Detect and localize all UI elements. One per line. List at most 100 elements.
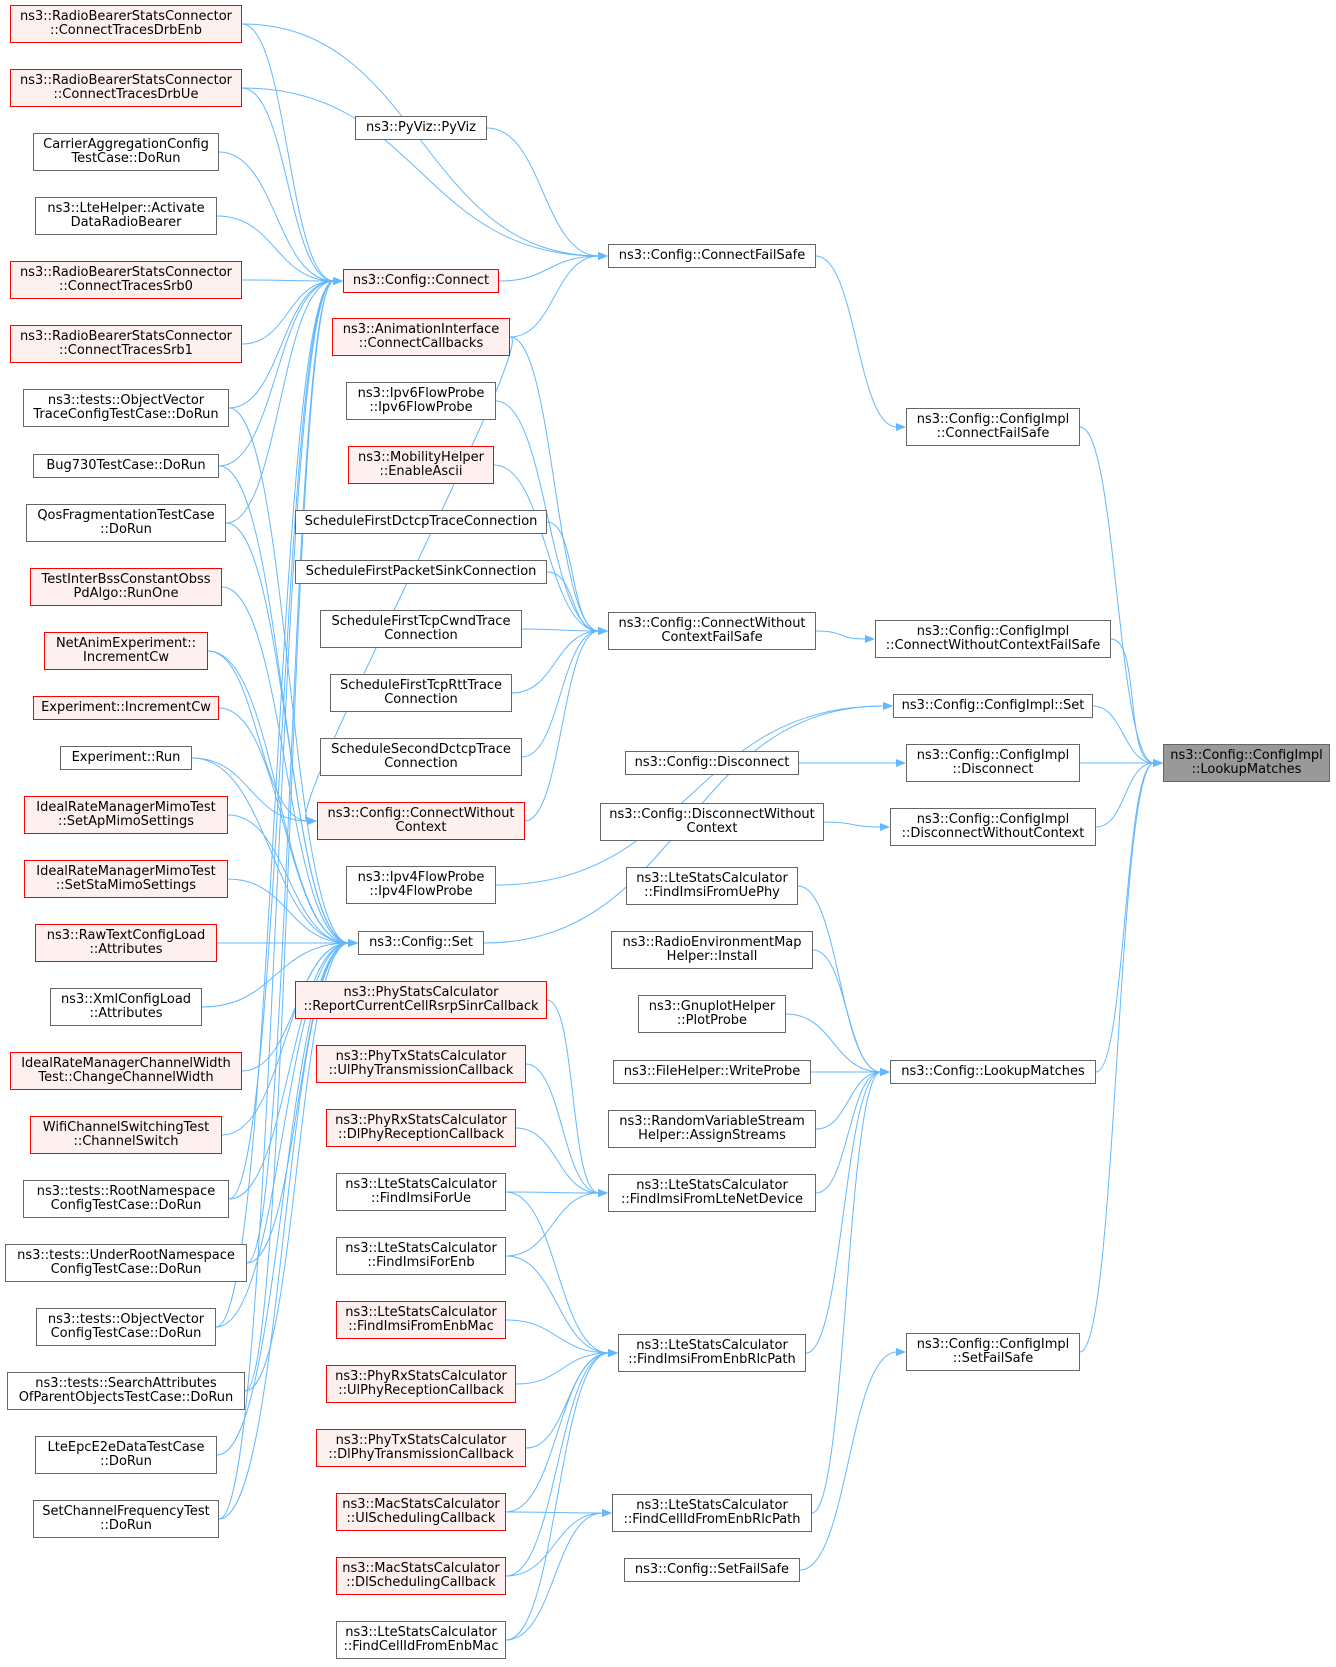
- node-config-disconnect[interactable]: ns3::Config::Disconnect: [625, 751, 799, 775]
- node-schedule-first-packet-sink[interactable]: ScheduleFirstPacketSinkConnection: [295, 560, 547, 584]
- node-phy-rx-dl-reception-callback[interactable]: ns3::PhyRxStatsCalculator::DlPhyReceptio…: [326, 1109, 516, 1147]
- node-radio-bearer-connect-traces-srb1[interactable]: ns3::RadioBearerStatsConnector::ConnectT…: [10, 325, 242, 363]
- node-phy-rx-ul-reception-callback[interactable]: ns3::PhyRxStatsCalculator::UlPhyReceptio…: [326, 1365, 516, 1403]
- node-mobility-helper-enable-ascii[interactable]: ns3::MobilityHelper::EnableAscii: [348, 446, 494, 484]
- node-config-connect-fail-safe[interactable]: ns3::Config::ConnectFailSafe: [608, 244, 816, 268]
- node-mac-dl-scheduling-callback[interactable]: ns3::MacStatsCalculator::DlSchedulingCal…: [336, 1557, 506, 1595]
- edge-arrowhead: [598, 252, 608, 260]
- edge-sftcpcwnd-to-connwoctxfs: [521, 628, 600, 632]
- edge-objvecconf-to-configset: [215, 942, 350, 1328]
- node-phy-tx-dl-transmission-callback[interactable]: ns3::PhyTxStatsCalculator::DlPhyTransmis…: [316, 1429, 526, 1467]
- node-bug730-test[interactable]: Bug730TestCase::DoRun: [33, 454, 219, 478]
- node-config-impl-disconnect[interactable]: ns3::Config::ConfigImpl::Disconnect: [906, 744, 1080, 782]
- node-set-channel-frequency-test[interactable]: SetChannelFrequencyTest::DoRun: [33, 1500, 219, 1538]
- node-config-set-fail-safe[interactable]: ns3::Config::SetFailSafe: [624, 1558, 800, 1582]
- node-config-connect[interactable]: ns3::Config::Connect: [343, 269, 499, 293]
- node-config-lookup-matches[interactable]: ns3::Config::LookupMatches: [890, 1060, 1096, 1084]
- node-ipv4-flow-probe[interactable]: ns3::Ipv4FlowProbe::Ipv4FlowProbe: [346, 866, 496, 904]
- node-schedule-first-dctcp-trace[interactable]: ScheduleFirstDctcpTraceConnection: [295, 510, 547, 534]
- edge-implsetfs-to-impllookup: [1079, 762, 1155, 1353]
- node-wifi-channel-switching-test[interactable]: WifiChannelSwitchingTest::ChannelSwitch: [30, 1116, 222, 1154]
- node-pyviz[interactable]: ns3::PyViz::PyViz: [355, 116, 487, 140]
- node-find-imsi-from-ue-phy[interactable]: ns3::LteStatsCalculator::FindImsiFromUeP…: [626, 867, 798, 905]
- node-config-impl-connect-fail-safe[interactable]: ns3::Config::ConfigImpl::ConnectFailSafe: [906, 408, 1080, 446]
- node-phy-tx-ul-transmission-callback[interactable]: ns3::PhyTxStatsCalculator::UlPhyTransmis…: [316, 1045, 526, 1083]
- node-find-imsi-from-enb-rlc-path[interactable]: ns3::LteStatsCalculator::FindImsiFromEnb…: [618, 1334, 806, 1372]
- node-phy-stats-report-rsrp-sinr[interactable]: ns3::PhyStatsCalculator::ReportCurrentCe…: [295, 981, 547, 1019]
- edge-findimsienb-to-findimsilte: [505, 1192, 600, 1257]
- edge-findimsiuephy-to-lookup: [797, 885, 882, 1073]
- edge-macul-to-findimsirlc: [505, 1352, 610, 1513]
- node-find-imsi-for-enb[interactable]: ns3::LteStatsCalculator::FindImsiForEnb: [336, 1237, 506, 1275]
- node-config-impl-connect-without-context-fail-safe[interactable]: ns3::Config::ConfigImpl::ConnectWithoutC…: [875, 620, 1111, 658]
- edge-gnuplot-to-lookup: [785, 1013, 882, 1073]
- edge-findimsirlc-to-lookup: [805, 1071, 882, 1354]
- edge-configsetfs-to-implsetfs: [799, 1351, 898, 1571]
- node-animation-interface-connect-callbacks[interactable]: ns3::AnimationInterface::ConnectCallback…: [332, 318, 510, 356]
- node-config-impl-set[interactable]: ns3::Config::ConfigImpl::Set: [893, 694, 1093, 718]
- edge-sftcprtt-to-connwoctxfs: [511, 630, 600, 694]
- node-lte-epc-e2e-data-test[interactable]: LteEpcE2eDataTestCase::DoRun: [35, 1436, 217, 1474]
- edge-phyrxdl-to-findimsilte: [515, 1127, 600, 1194]
- edge-findcellmac-to-findcellrlc: [505, 1512, 604, 1641]
- node-find-cell-id-from-enb-rlc-path[interactable]: ns3::LteStatsCalculator::FindCellIdFromE…: [612, 1494, 812, 1532]
- node-find-imsi-from-enb-mac[interactable]: ns3::LteStatsCalculator::FindImsiFromEnb…: [336, 1301, 506, 1339]
- node-ideal-rate-manager-ap-mimo[interactable]: IdealRateManagerMimoTest::SetApMimoSetti…: [24, 796, 228, 834]
- node-netanim-experiment-increment-cw[interactable]: NetAnimExperiment::IncrementCw: [44, 632, 208, 670]
- node-config-impl-disconnect-without-context[interactable]: ns3::Config::ConfigImpl::DisconnectWitho…: [890, 808, 1096, 846]
- node-gnuplot-helper-plot-probe[interactable]: ns3::GnuplotHelper::PlotProbe: [638, 995, 786, 1033]
- node-radio-bearer-connect-traces-srb0[interactable]: ns3::RadioBearerStatsConnector::ConnectT…: [10, 261, 242, 299]
- edge-ltehelper-to-configconnect: [216, 215, 335, 282]
- edge-arrowhead: [1153, 759, 1163, 767]
- edge-impldiscwo-to-impllookup: [1095, 762, 1155, 828]
- node-experiment-increment-cw[interactable]: Experiment::IncrementCw: [33, 696, 219, 720]
- node-qos-fragmentation-test[interactable]: QosFragmentationTestCase::DoRun: [26, 504, 226, 542]
- edge-idealap-to-configset: [227, 814, 350, 944]
- node-radio-bearer-connect-traces-drb-enb[interactable]: ns3::RadioBearerStatsConnector::ConnectT…: [10, 5, 242, 43]
- edge-arrowhead: [896, 1348, 906, 1356]
- node-raw-text-config-load[interactable]: ns3::RawTextConfigLoad::Attributes: [35, 924, 217, 962]
- edge-findimsienbmac-to-findimsirlc: [505, 1319, 610, 1354]
- edge-carrier-to-configconnect: [218, 151, 335, 282]
- edge-wifichsw-to-configset: [221, 942, 350, 1136]
- node-file-helper-write-probe[interactable]: ns3::FileHelper::WriteProbe: [613, 1060, 811, 1084]
- node-find-imsi-from-lte-net-device[interactable]: ns3::LteStatsCalculator::FindImsiFromLte…: [608, 1174, 816, 1212]
- node-radio-bearer-connect-traces-drb-ue[interactable]: ns3::RadioBearerStatsConnector::ConnectT…: [10, 69, 242, 107]
- node-config-impl-lookup-matches-selected[interactable]: ns3::Config::ConfigImpl::LookupMatches: [1163, 744, 1330, 782]
- edge-arrowhead: [865, 635, 875, 643]
- edge-lteepc-to-configset: [216, 942, 350, 1456]
- edge-underroot-to-configconnect: [246, 280, 335, 1264]
- edge-arrowhead: [598, 627, 608, 635]
- node-config-impl-set-fail-safe[interactable]: ns3::Config::ConfigImpl::SetFailSafe: [906, 1333, 1080, 1371]
- node-xml-config-load[interactable]: ns3::XmlConfigLoad::Attributes: [50, 988, 202, 1026]
- edge-exprun-to-connwoctx: [191, 757, 309, 822]
- node-find-cell-id-from-enb-mac[interactable]: ns3::LteStatsCalculator::FindCellIdFromE…: [336, 1621, 506, 1659]
- edge-arrowhead: [602, 1509, 612, 1517]
- node-ipv6-flow-probe[interactable]: ns3::Ipv6FlowProbe::Ipv6FlowProbe: [346, 382, 496, 420]
- node-experiment-run[interactable]: Experiment::Run: [60, 746, 192, 770]
- edge-searchattr-to-configconnect: [244, 280, 335, 1392]
- node-ideal-rate-manager-sta-mimo[interactable]: IdealRateManagerMimoTest::SetStaMimoSett…: [24, 860, 228, 898]
- edge-exprun-to-configset: [191, 757, 350, 944]
- node-find-imsi-for-ue[interactable]: ns3::LteStatsCalculator::FindImsiForUe: [336, 1173, 506, 1211]
- node-config-set[interactable]: ns3::Config::Set: [358, 931, 484, 955]
- node-mac-ul-scheduling-callback[interactable]: ns3::MacStatsCalculator::UlSchedulingCal…: [336, 1493, 506, 1531]
